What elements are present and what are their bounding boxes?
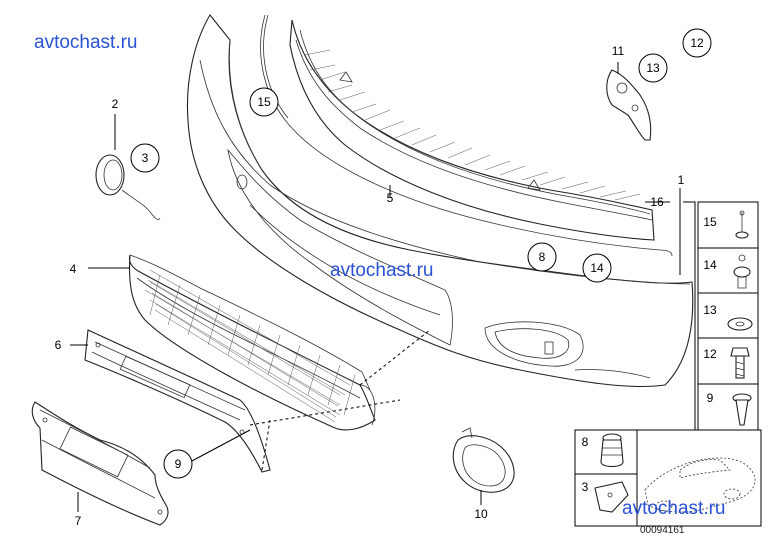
callout-3: 3 xyxy=(142,151,149,165)
callout-labels: 1 2 3 4 5 6 7 8 9 10 11 12 13 14 15 16 1… xyxy=(55,28,717,528)
callout-2: 2 xyxy=(112,97,119,111)
washer-icon xyxy=(727,317,753,331)
inset-label-3: 3 xyxy=(582,480,589,494)
callout-6: 6 xyxy=(55,338,62,352)
callout-15: 15 xyxy=(257,95,271,109)
table-label-15: 15 xyxy=(703,215,717,229)
callout-5: 5 xyxy=(387,191,394,205)
grille-mesh xyxy=(144,269,356,423)
push-pin-icon xyxy=(735,210,749,239)
table-label-9: 9 xyxy=(707,391,714,405)
lower-grille xyxy=(128,254,376,431)
table-label-13: 13 xyxy=(703,303,717,317)
car-silhouette-icon xyxy=(644,457,756,513)
callout-11: 11 xyxy=(612,44,625,58)
watermark-top-left: avtochast.ru xyxy=(34,32,138,53)
rubber-grommet-icon xyxy=(600,433,624,468)
fastener-table xyxy=(697,201,759,431)
watermark-center: avtochast.ru xyxy=(330,260,434,281)
watermark-bottom-right: avtochast.ru xyxy=(622,498,726,519)
inset-panel xyxy=(574,429,762,527)
bumper-carrier xyxy=(289,19,655,241)
tow-hook-cap xyxy=(95,154,161,220)
expanding-rivet-icon xyxy=(733,254,751,289)
bolt-icon xyxy=(730,347,750,379)
table-label-12: 12 xyxy=(703,347,717,361)
license-plate-holder xyxy=(31,401,169,526)
small-bracket-icon xyxy=(594,481,629,513)
image-number: 00094161 xyxy=(640,525,685,536)
callout-7: 7 xyxy=(75,514,82,528)
callout-4: 4 xyxy=(70,262,77,276)
spreader-clip-icon xyxy=(732,393,752,426)
callout-8: 8 xyxy=(539,250,546,264)
leader-lines xyxy=(70,62,696,512)
table-label-14: 14 xyxy=(703,258,717,272)
inset-label-8: 8 xyxy=(582,435,589,449)
callout-1: 1 xyxy=(678,173,685,187)
fog-light-trim-ring xyxy=(452,427,515,493)
callout-9: 9 xyxy=(175,457,182,471)
callout-16: 16 xyxy=(650,195,664,209)
bracket xyxy=(606,69,652,141)
callout-10: 10 xyxy=(474,507,488,521)
callout-13: 13 xyxy=(646,61,660,75)
callout-12: 12 xyxy=(690,36,704,50)
license-plate-base xyxy=(84,329,271,473)
callout-14: 14 xyxy=(590,261,604,275)
